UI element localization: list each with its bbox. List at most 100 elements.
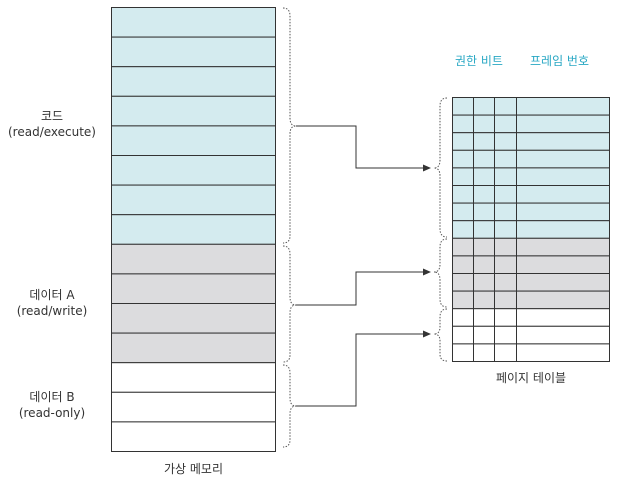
frame-number-cell (516, 167, 610, 186)
segment-title: 데이터 A (29, 288, 75, 302)
page-table-block (452, 97, 610, 362)
permission-bit-cell (473, 343, 495, 362)
permission-bit-cell (494, 185, 517, 204)
frame-number-cell (516, 97, 610, 116)
arrowhead-code (423, 164, 431, 172)
brace-code (282, 7, 297, 244)
permission-bit-cell (494, 167, 517, 186)
permission-bit-cell (494, 220, 517, 239)
permission-bit-cell (473, 220, 495, 239)
permission-bit-cell (494, 325, 517, 345)
virtual-page-code (111, 214, 276, 245)
permission-bit-cell (494, 343, 517, 362)
virtual-page-code (111, 66, 276, 97)
virtual-memory-block (111, 7, 276, 452)
frame-number-cell (516, 185, 610, 204)
virtual-memory-braces (282, 7, 297, 448)
frame-number-cell (516, 220, 610, 239)
frame-number-cell (516, 149, 610, 169)
virtual-page-empty (111, 421, 276, 452)
permission-bit-cell (494, 237, 517, 257)
frame-number-cell (516, 132, 610, 151)
permission-bit-cell (452, 97, 474, 116)
permission-bit-cell (494, 290, 517, 310)
virtual-page-data (111, 303, 276, 334)
brace-pt-data-a (433, 238, 448, 308)
permission-bits-header: 권한 비트 (455, 54, 503, 68)
frame-number-cell (516, 343, 610, 362)
frame-number-cell (516, 255, 610, 274)
permission-bit-cell (473, 132, 495, 151)
permission-bit-cell (494, 149, 517, 169)
permission-bit-cell (452, 132, 474, 151)
brace-data-a (282, 245, 297, 363)
virtual-memory-caption: 가상 메모리 (163, 462, 223, 476)
permission-bit-cell (452, 290, 474, 310)
virtual-page-code (111, 125, 276, 157)
permission-bit-cell (473, 325, 495, 345)
virtual-page-empty (111, 362, 276, 393)
permission-bit-cell (494, 97, 517, 116)
segment-label-data-a: 데이터 A (read/write) (0, 287, 104, 319)
permission-bit-cell (473, 114, 495, 134)
permission-bit-cell (473, 202, 495, 222)
permission-bit-cell (473, 185, 495, 204)
arrowhead-data-b (423, 330, 431, 338)
permission-bit-cell (452, 325, 474, 345)
frame-number-cell (516, 290, 610, 310)
virtual-page-data (111, 332, 276, 364)
virtual-page-code (111, 184, 276, 216)
permission-bit-cell (473, 308, 495, 327)
permission-bit-cell (473, 273, 495, 292)
brace-data-b (282, 364, 297, 448)
arrow-data-a (296, 271, 424, 306)
segment-label-data-b: 데이터 B (read-only) (0, 389, 104, 421)
virtual-page-code (111, 36, 276, 68)
arrowhead-data-a (423, 268, 431, 276)
virtual-page-code (111, 7, 276, 38)
permission-bit-cell (473, 255, 495, 274)
frame-number-cell (516, 308, 610, 327)
virtual-page-data (111, 273, 276, 304)
arrow-data-b (296, 333, 424, 407)
permission-bit-cell (473, 290, 495, 310)
permission-bit-cell (452, 273, 474, 292)
permission-bit-cell (473, 167, 495, 186)
permission-bit-cell (452, 202, 474, 222)
frame-number-cell (516, 202, 610, 222)
permission-bit-cell (452, 114, 474, 134)
brace-pt-data-b (433, 308, 448, 362)
segment-title: 코드 (40, 109, 64, 123)
permission-bit-cell (452, 185, 474, 204)
page-table-braces (433, 97, 448, 362)
brace-pt-code (433, 97, 448, 238)
frame-number-cell (516, 325, 610, 345)
permission-bit-cell (494, 114, 517, 134)
segment-permission: (read-only) (18, 406, 86, 420)
arrow-code (296, 125, 424, 169)
segment-permission: (read/write) (16, 304, 88, 318)
arrowheads (423, 164, 431, 338)
permission-bit-cell (452, 237, 474, 257)
permission-bit-cell (494, 202, 517, 222)
frame-number-cell (516, 237, 610, 257)
permission-bit-cell (452, 255, 474, 274)
segment-title: 데이터 B (29, 390, 75, 404)
frame-number-cell (516, 273, 610, 292)
permission-bit-cell (452, 220, 474, 239)
virtual-page-code (111, 155, 276, 186)
permission-bit-cell (452, 343, 474, 362)
frame-number-header: 프레임 번호 (530, 54, 590, 68)
page-table-caption: 페이지 테이블 (495, 371, 567, 385)
frame-number-cell (516, 114, 610, 134)
permission-bit-cell (494, 255, 517, 274)
permission-bit-cell (452, 149, 474, 169)
segment-permission: (read/execute) (7, 125, 96, 139)
permission-bit-cell (494, 308, 517, 327)
virtual-page-data (111, 243, 276, 275)
permission-bit-cell (473, 97, 495, 116)
permission-bit-cell (473, 237, 495, 257)
permission-bit-cell (452, 167, 474, 186)
permission-bit-cell (473, 149, 495, 169)
